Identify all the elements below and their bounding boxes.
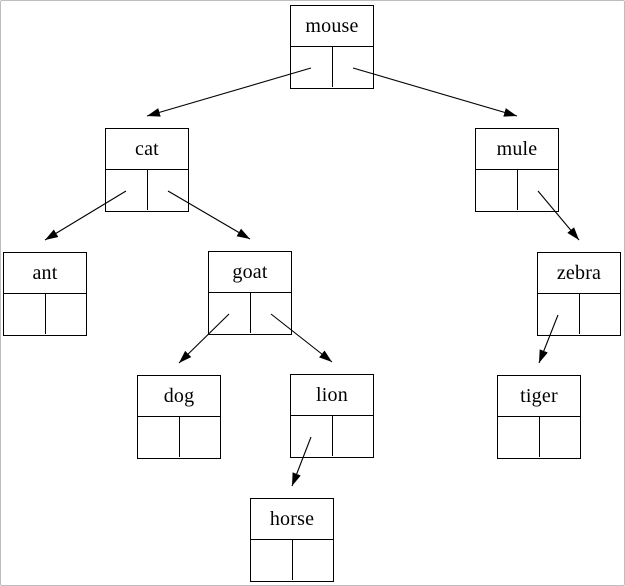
node-label: dog bbox=[138, 376, 220, 417]
pointer-cells bbox=[498, 416, 581, 458]
left-pointer-cell bbox=[251, 539, 293, 580]
right-pointer-cell bbox=[180, 417, 221, 458]
right-pointer-cell bbox=[251, 293, 292, 334]
tree-node-dog: dog bbox=[137, 375, 221, 459]
pointer-cells bbox=[538, 293, 621, 335]
right-pointer-cell bbox=[333, 416, 374, 457]
tree-node-horse: horse bbox=[250, 498, 334, 582]
node-label: tiger bbox=[498, 376, 580, 417]
tree-node-mule: mule bbox=[475, 128, 559, 212]
left-pointer-cell bbox=[291, 415, 333, 456]
left-pointer-cell bbox=[498, 416, 540, 457]
left-pointer-cell bbox=[291, 46, 333, 87]
pointer-cells bbox=[106, 169, 189, 211]
node-label: zebra bbox=[538, 253, 620, 294]
right-pointer-cell bbox=[148, 170, 189, 211]
left-pointer-cell bbox=[138, 416, 180, 457]
node-label: mouse bbox=[291, 6, 373, 47]
tree-node-mouse: mouse bbox=[290, 5, 374, 89]
left-pointer-cell bbox=[209, 292, 251, 333]
pointer-cells bbox=[291, 415, 374, 457]
right-pointer-cell bbox=[333, 47, 374, 88]
left-pointer-cell bbox=[476, 169, 518, 210]
tree-node-zebra: zebra bbox=[537, 252, 621, 336]
right-pointer-cell bbox=[580, 294, 621, 335]
left-pointer-cell bbox=[4, 293, 46, 334]
node-label: ant bbox=[4, 253, 86, 294]
node-label: lion bbox=[291, 375, 373, 416]
pointer-cells bbox=[209, 292, 292, 334]
node-label: goat bbox=[209, 252, 291, 293]
tree-node-cat: cat bbox=[105, 128, 189, 212]
right-pointer-cell bbox=[46, 294, 87, 335]
right-pointer-cell bbox=[293, 540, 334, 581]
pointer-cells bbox=[251, 539, 334, 581]
right-pointer-cell bbox=[518, 170, 559, 211]
left-pointer-cell bbox=[106, 169, 148, 210]
tree-node-goat: goat bbox=[208, 251, 292, 335]
pointer-cells bbox=[4, 293, 87, 335]
left-pointer-cell bbox=[538, 293, 580, 334]
tree-node-lion: lion bbox=[290, 374, 374, 458]
node-label: horse bbox=[251, 499, 333, 540]
node-label: mule bbox=[476, 129, 558, 170]
pointer-cells bbox=[476, 169, 559, 211]
pointer-cells bbox=[291, 46, 374, 88]
node-label: cat bbox=[106, 129, 188, 170]
pointer-cells bbox=[138, 416, 221, 458]
tree-node-tiger: tiger bbox=[497, 375, 581, 459]
tree-node-ant: ant bbox=[3, 252, 87, 336]
right-pointer-cell bbox=[540, 417, 581, 458]
